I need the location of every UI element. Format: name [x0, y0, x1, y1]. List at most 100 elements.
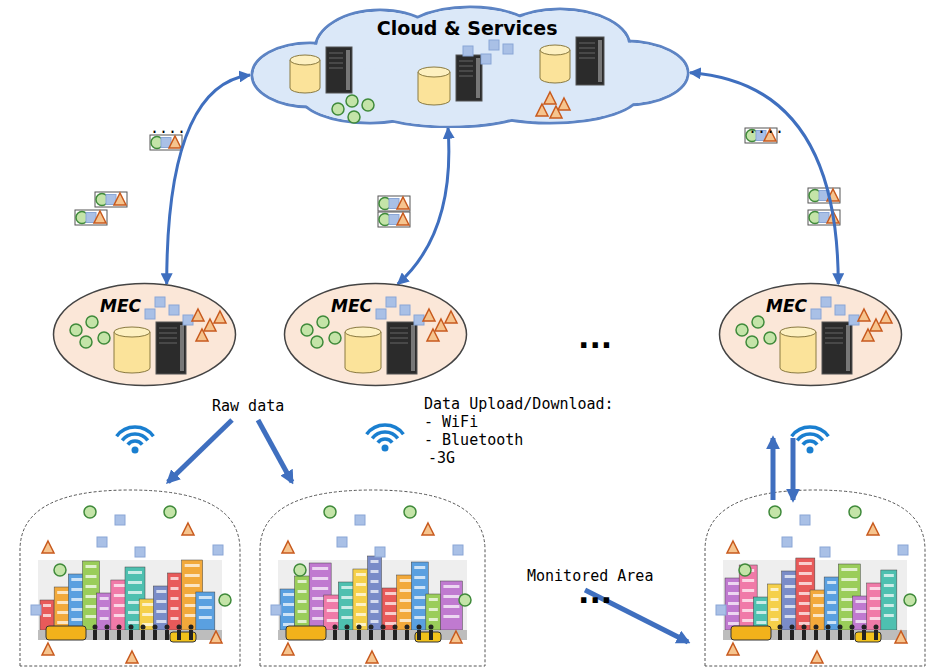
- data-circle: [904, 594, 916, 606]
- data-circle: [301, 324, 313, 336]
- city-person: [862, 630, 866, 640]
- raw-data-arrows: [168, 420, 793, 642]
- building-window: [100, 617, 109, 620]
- city-person: [357, 625, 362, 630]
- city-person: [129, 625, 134, 630]
- data-circle: [346, 95, 358, 107]
- building-window: [341, 616, 353, 619]
- data-circle: [769, 506, 781, 518]
- data-circle: [404, 506, 416, 518]
- data-triangle: [114, 193, 126, 205]
- building-window: [799, 562, 812, 565]
- building-window: [414, 606, 425, 609]
- building-window: [171, 577, 179, 580]
- building-window: [298, 620, 307, 623]
- data-square: [155, 297, 165, 307]
- server-icon: [329, 68, 343, 69]
- building-window: [371, 560, 379, 563]
- data-circle: [317, 316, 329, 328]
- city-person: [177, 630, 181, 640]
- data-square: [811, 309, 821, 319]
- server-icon: [598, 40, 602, 82]
- building-window: [443, 585, 459, 588]
- wifi-icon: [132, 447, 139, 454]
- server-icon: [846, 325, 850, 371]
- database-icon: [780, 327, 816, 337]
- server-icon: [579, 58, 595, 59]
- ellipsis: ...: [578, 320, 612, 355]
- data-square: [337, 537, 347, 547]
- building-window: [400, 609, 413, 612]
- building-window: [86, 605, 97, 608]
- server-icon: [156, 322, 186, 374]
- oval-outline: [283, 282, 468, 387]
- data-circle: [80, 336, 92, 348]
- city-person: [429, 630, 433, 640]
- connector: [690, 73, 838, 284]
- server-icon: [159, 343, 177, 344]
- building-window: [414, 596, 425, 599]
- city-person: [153, 630, 157, 640]
- building-window: [813, 614, 824, 617]
- building-window: [443, 615, 459, 618]
- data-square: [835, 305, 845, 315]
- building-window: [429, 608, 438, 611]
- building-window: [128, 571, 142, 574]
- building-window: [756, 601, 766, 604]
- server-icon: [390, 338, 408, 339]
- building-window: [414, 616, 425, 619]
- data-square: [135, 547, 145, 557]
- mec-node: MEC: [718, 282, 903, 387]
- city-person: [790, 630, 794, 640]
- data-triangle: [727, 541, 739, 553]
- city-person: [778, 625, 783, 630]
- city-person: [165, 630, 169, 640]
- city-building: [881, 570, 897, 630]
- mec-oval: [54, 284, 236, 386]
- city-building: [768, 584, 782, 630]
- building-window: [171, 607, 179, 610]
- server-icon: [576, 37, 604, 85]
- server-icon: [159, 333, 177, 334]
- building-window: [429, 618, 438, 621]
- data-square: [271, 605, 281, 615]
- building-window: [756, 611, 766, 614]
- server-icon: [159, 338, 177, 339]
- building-window: [771, 618, 779, 621]
- city-person: [814, 630, 818, 640]
- data-triangle: [544, 92, 556, 104]
- data-square: [849, 315, 859, 325]
- building-window: [443, 605, 459, 608]
- city-person: [117, 630, 121, 640]
- building-window: [771, 598, 779, 601]
- data-triangle: [126, 651, 138, 663]
- server-icon: [825, 343, 843, 344]
- building-window: [171, 597, 179, 600]
- wifi-icon: [122, 434, 148, 440]
- building-window: [283, 593, 294, 596]
- wifi-icon: [792, 427, 829, 436]
- city-person: [189, 625, 194, 630]
- building-window: [771, 608, 779, 611]
- data-triangle: [870, 319, 882, 331]
- building-window: [356, 593, 366, 596]
- building-window: [100, 607, 109, 610]
- server-icon: [329, 53, 343, 54]
- building-window: [298, 580, 307, 583]
- building-window: [742, 579, 754, 582]
- city-person: [393, 630, 397, 640]
- building-window: [171, 617, 179, 620]
- building-window: [86, 565, 97, 568]
- city-bus: [46, 626, 86, 640]
- data-square: [820, 547, 830, 557]
- monitored-area: [705, 490, 925, 666]
- data-triangle: [204, 319, 216, 331]
- city-person: [393, 625, 398, 630]
- data-square: [503, 44, 513, 54]
- building-window: [742, 619, 754, 622]
- server-icon: [459, 71, 473, 72]
- data-triangle: [397, 213, 409, 225]
- building-window: [283, 603, 294, 606]
- data-packet: [95, 192, 127, 207]
- wifi-icon: [367, 425, 404, 434]
